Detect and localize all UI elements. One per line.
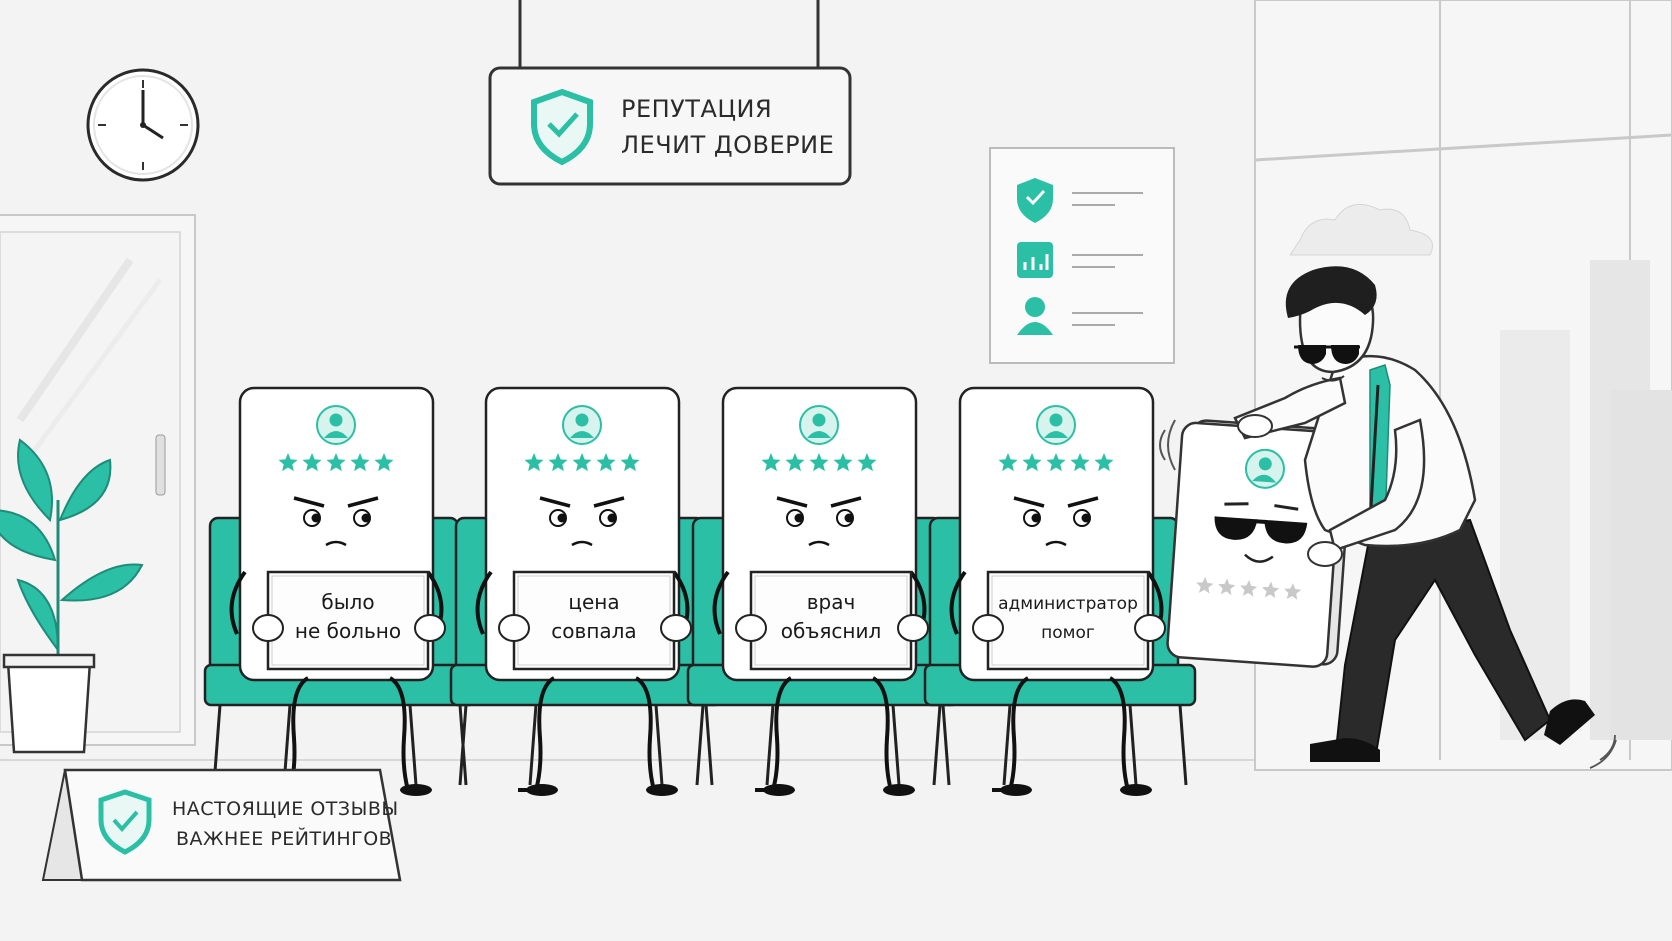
review-text-line1: врач [807, 590, 856, 614]
user-icon [1017, 297, 1053, 335]
user-icon [1036, 405, 1076, 445]
chairs-row: было не больно цена совпала врач объяснил адми… [203, 386, 1197, 796]
star-icon [620, 453, 640, 472]
star-icon [350, 453, 370, 472]
star-icon [1284, 583, 1302, 600]
star-icon [572, 453, 592, 472]
star-icon [1262, 581, 1280, 599]
star-icon [548, 453, 568, 472]
star-icon [374, 453, 394, 472]
user-icon [562, 405, 602, 445]
star-icon [1196, 576, 1214, 594]
shield-check-icon [531, 88, 593, 166]
star-icon [1070, 453, 1090, 472]
star-icon [998, 453, 1018, 472]
review-card-1: было не больно [203, 386, 477, 796]
hanging-sign-line1: РЕПУТАЦИЯ [621, 95, 772, 123]
desk-sign: НАСТОЯЩИЕ ОТЗЫВЫ ВАЖНЕЕ РЕЙТИНГОВ [41, 768, 402, 882]
star-icon [1240, 579, 1258, 597]
plant-icon [0, 438, 144, 754]
wall-poster [989, 147, 1175, 364]
star-icon [302, 453, 322, 472]
shield-check-icon [98, 789, 152, 855]
star-icon [1022, 453, 1042, 472]
hanging-sign: РЕПУТАЦИЯ ЛЕЧИТ ДОВЕРИЕ [488, 0, 852, 186]
user-icon [316, 405, 356, 445]
star-icon [1046, 453, 1066, 472]
chart-icon [1017, 242, 1053, 278]
review-text-line1: цена [568, 590, 619, 614]
review-note [266, 570, 430, 671]
review-card-4: администратор помог [923, 386, 1197, 796]
review-text-line2: помог [1041, 623, 1095, 643]
star-icon [596, 453, 616, 472]
star-icon [809, 453, 829, 472]
sunglasses-icon [1214, 516, 1308, 544]
review-text-line2: совпала [551, 619, 636, 643]
review-text-line1: было [321, 590, 374, 614]
desk-sign-line2: ВАЖНЕЕ РЕЙТИНГОВ [176, 827, 392, 850]
star-icon [524, 453, 544, 472]
star-icon [833, 453, 853, 472]
star-icon [785, 453, 805, 472]
star-icon [1094, 453, 1114, 472]
user-icon [1244, 448, 1285, 489]
desk-sign-line1: НАСТОЯЩИЕ ОТЗЫВЫ [172, 798, 399, 820]
shield-check-icon [1017, 178, 1053, 223]
hanging-sign-line2: ЛЕЧИТ ДОВЕРИЕ [621, 131, 834, 159]
review-card-2: цена совпала [449, 386, 723, 796]
review-text-line1: администратор [998, 594, 1138, 614]
star-icon [761, 453, 781, 472]
user-icon [799, 405, 839, 445]
review-note [986, 570, 1150, 671]
star-icon [326, 453, 346, 472]
clock-icon [86, 68, 200, 182]
man-in-sunglasses [1233, 266, 1617, 769]
star-icon [857, 453, 877, 472]
star-icon [278, 453, 298, 472]
review-text-line2: не больно [295, 619, 401, 643]
review-card-3: врач объяснил [686, 386, 960, 796]
review-text-line2: объяснил [781, 619, 882, 643]
star-icon [1218, 578, 1236, 596]
